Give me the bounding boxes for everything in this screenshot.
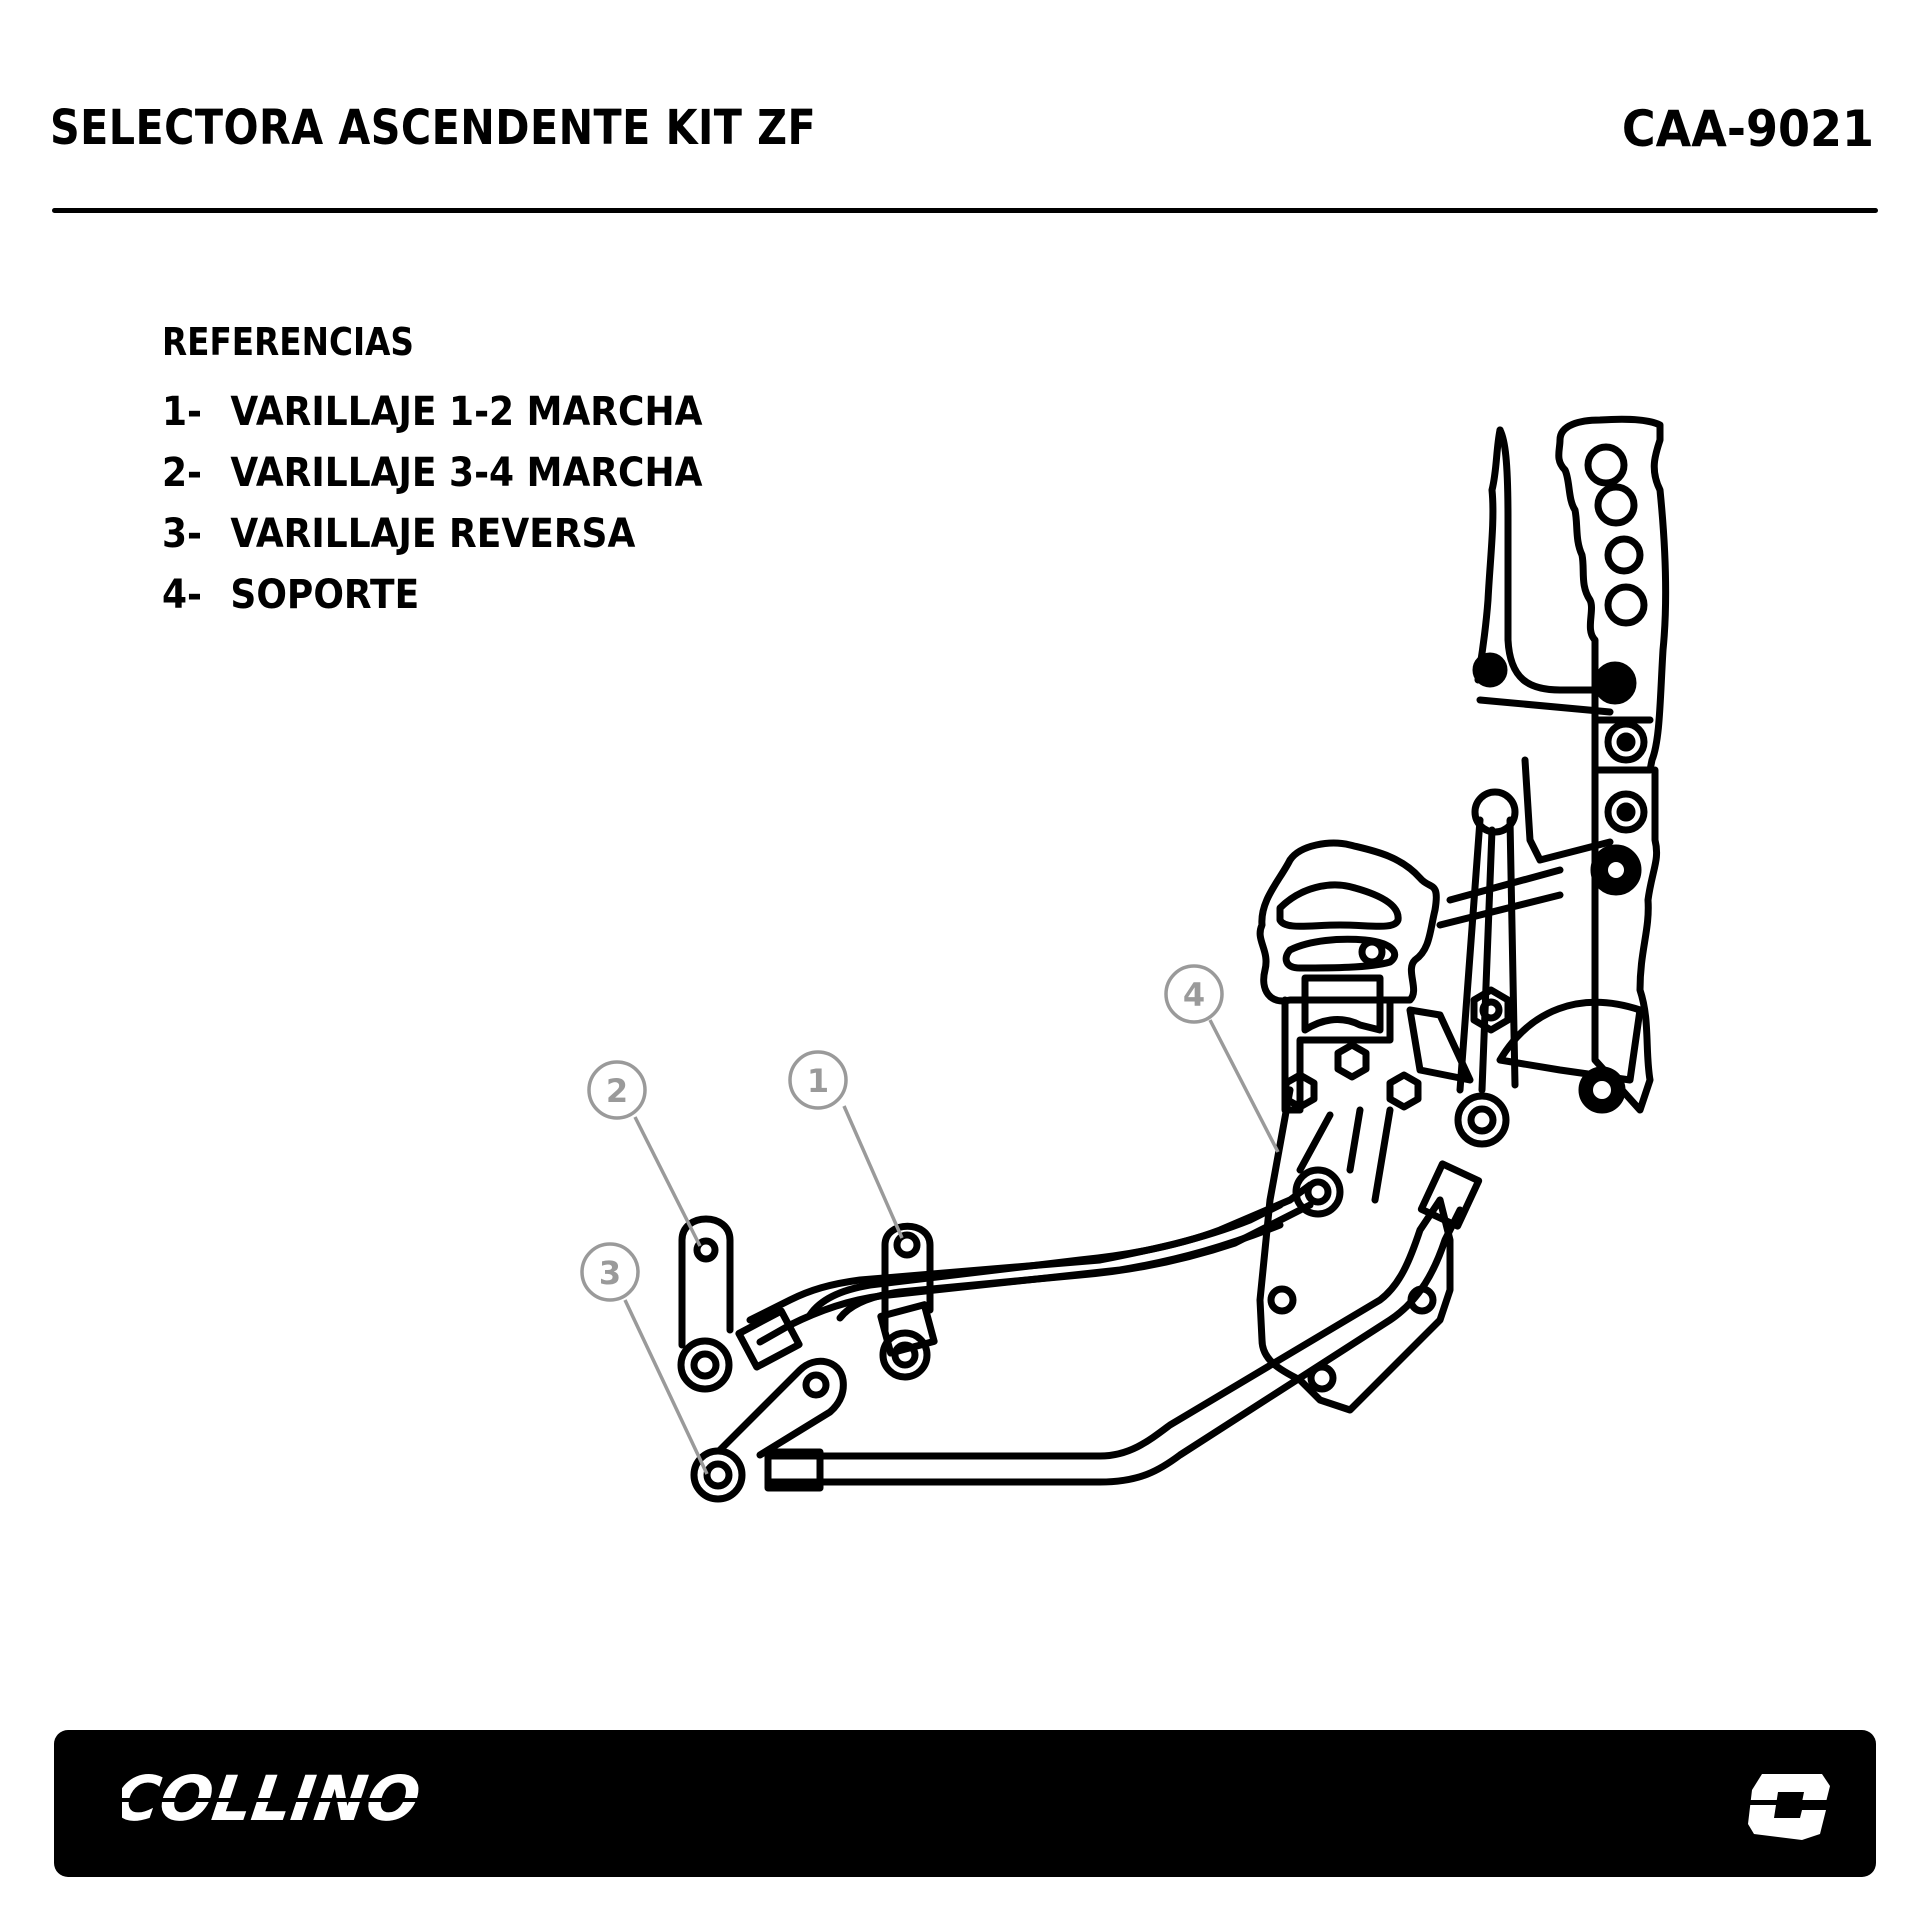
- rod-reverse: [690, 1092, 1510, 1503]
- lockout-lever: [1472, 426, 1637, 716]
- callout-number: 3: [599, 1254, 621, 1292]
- grip-hole: [1594, 483, 1638, 527]
- grip-hole: [1584, 443, 1628, 487]
- references-title: REFERENCIAS: [162, 320, 414, 364]
- shift-handle: [1555, 415, 1670, 774]
- page-title: SELECTORA ASCENDENTE KIT ZF: [50, 100, 817, 156]
- reference-number: 2-: [162, 450, 202, 496]
- callout-2: 2: [587, 1060, 702, 1247]
- reference-item: 4- SOPORTE: [162, 565, 702, 626]
- references-list: REFERENCIAS 1- VARILLAJE 1-2 MARCHA 2- V…: [162, 320, 763, 626]
- grip-hole: [1604, 535, 1644, 575]
- collino-wordmark: COLLINO: [122, 1764, 422, 1834]
- callout-number: 4: [1183, 976, 1205, 1014]
- callout-1: 1: [788, 1050, 904, 1239]
- collino-c-logo-icon: [1742, 1774, 1832, 1840]
- reference-item: 3- VARILLAJE REVERSA: [162, 504, 702, 565]
- gate-plate: [1256, 839, 1644, 1114]
- reference-item: 1- VARILLAJE 1-2 MARCHA: [162, 382, 702, 443]
- callout-number: 1: [807, 1062, 829, 1100]
- callout-3: 3: [580, 1242, 709, 1475]
- reference-label: SOPORTE: [230, 572, 420, 618]
- reference-label: VARILLAJE 3-4 MARCHA: [230, 450, 703, 496]
- grip-hole: [1604, 583, 1648, 627]
- rod-3-4-gear: [677, 1201, 1284, 1393]
- footer-bar: COLLINO: [54, 1730, 1876, 1877]
- callout-4: 4: [1164, 964, 1280, 1153]
- callout-number: 2: [606, 1072, 628, 1110]
- vertical-link: [1456, 756, 1614, 1094]
- reference-number: 3-: [162, 511, 202, 557]
- shifter-arm: [1578, 716, 1661, 1114]
- reference-item: 2- VARILLAJE 3-4 MARCHA: [162, 443, 702, 504]
- product-code: CAA-9021: [1621, 100, 1874, 158]
- reference-number: 4-: [162, 572, 202, 618]
- reference-label: VARILLAJE REVERSA: [230, 511, 636, 557]
- reference-number: 1-: [162, 389, 202, 435]
- support-bracket: [1256, 1041, 1454, 1414]
- header-divider: [52, 208, 1878, 213]
- reference-label: VARILLAJE 1-2 MARCHA: [230, 389, 703, 435]
